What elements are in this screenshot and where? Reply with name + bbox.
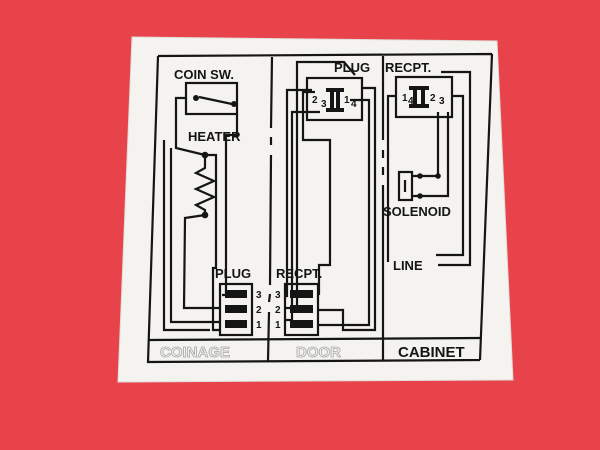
door-recept-label: RECPT. <box>276 266 322 281</box>
divider-coinage-door <box>266 56 274 362</box>
coinage-plug-label: PLUG <box>215 266 251 281</box>
diagram-card <box>117 36 514 383</box>
diagram-border <box>146 52 494 364</box>
solenoid-label: SOLENOID <box>383 204 451 219</box>
door-recept-connector <box>283 282 320 337</box>
cabinet-recept-pin-b: 4 <box>408 96 414 107</box>
coinage-pin-1: 1 <box>256 320 262 331</box>
heater-wiring <box>162 96 239 332</box>
coin-switch-label: COIN SW. <box>174 67 234 82</box>
heater-label: HEATER <box>188 129 241 144</box>
coinage-pin-3: 3 <box>256 290 262 301</box>
label-band-line <box>147 336 482 342</box>
door-wiring <box>285 60 377 332</box>
door-plug-pin-c: 1 <box>344 95 350 106</box>
cabinet-recept-label: RECPT. <box>385 60 431 75</box>
door-plug-pin-d: 4 <box>351 99 357 110</box>
resistor-icon <box>193 155 217 215</box>
door-pin-3: 3 <box>275 290 281 301</box>
door-section-label: DOOR <box>296 344 341 361</box>
door-pin-2: 2 <box>275 305 281 316</box>
cabinet-recept-pin-a: 1 <box>402 93 408 104</box>
door-plug-pin-b: 3 <box>321 99 327 110</box>
junction-dots <box>193 95 441 219</box>
cabinet-recept-pin-c: 2 <box>430 93 436 104</box>
coinage-plug-connector <box>218 282 254 337</box>
door-plug-pin-a: 2 <box>312 95 318 106</box>
coinage-pin-2: 2 <box>256 305 262 316</box>
door-pin-1: 1 <box>275 320 281 331</box>
coinage-section-label: COINAGE <box>160 344 230 361</box>
line-label: LINE <box>393 258 423 273</box>
pin-blocks <box>225 86 429 328</box>
door-plug-label: PLUG <box>334 60 370 75</box>
cabinet-recept-pin-d: 3 <box>439 96 445 107</box>
cabinet-section-label: CABINET <box>398 344 465 361</box>
